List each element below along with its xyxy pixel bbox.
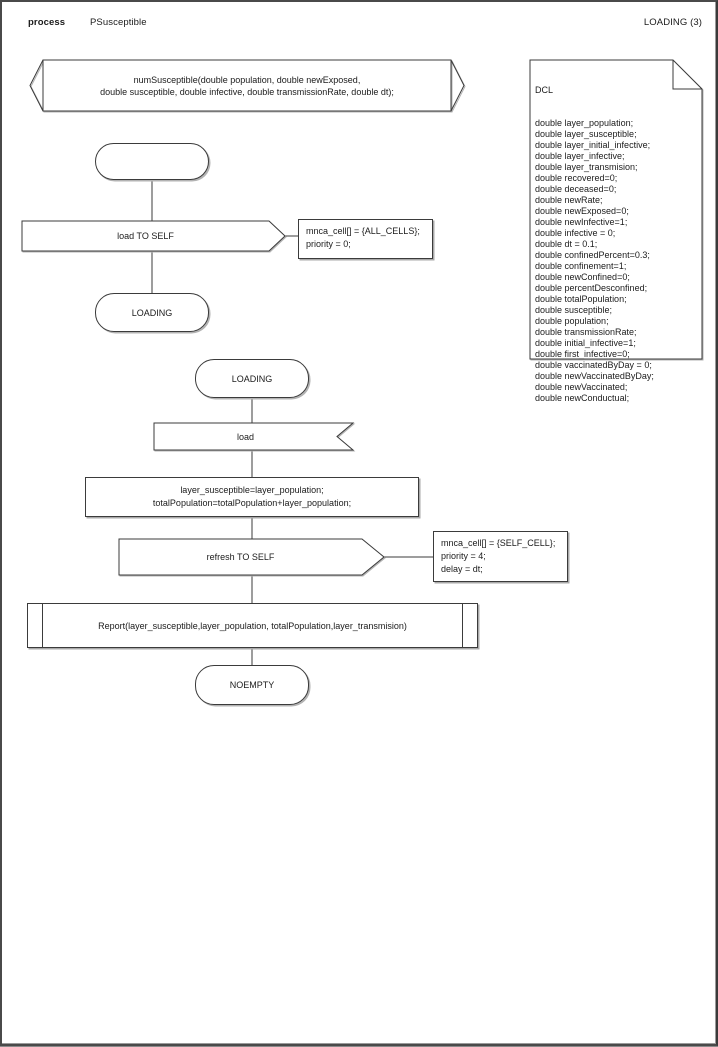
dcl-lines: double layer_population; double layer_su… [535,118,654,403]
send-load-annotation[interactable]: mnca_cell[] = {ALL_CELLS}; priority = 0; [298,219,433,259]
dcl-note-shape[interactable] [529,59,703,360]
process-kind-label: process [28,17,66,28]
assignment-task-shape[interactable]: layer_susceptible=layer_population; tota… [85,477,419,517]
send-refresh-shape[interactable] [118,538,385,576]
send-load-label: load TO SELF [117,231,174,241]
procedure-shape[interactable] [29,59,465,112]
report-procedure-shape[interactable]: Report(layer_susceptible,layer_populatio… [27,603,478,648]
start-state-shape[interactable] [95,143,209,180]
receive-load-label: load [236,431,254,442]
dcl-declarations: DCL double layer_population; double laye… [535,63,697,426]
procedure-signature: numSusceptible(double population, double… [100,74,394,97]
dcl-title: DCL [535,85,554,95]
send-refresh-label: refresh TO SELF [206,552,275,562]
send-refresh-annotation[interactable]: mnca_cell[] = {SELF_CELL}; priority = 4;… [433,531,568,582]
process-name: PSusceptible [90,17,147,28]
send-load-shape[interactable] [21,220,286,252]
state-loading-start-shape[interactable]: LOADING [195,359,309,398]
state-loading-shape[interactable]: LOADING [95,293,209,332]
report-left-bar [42,604,43,647]
report-right-bar [462,604,463,647]
receive-load-shape[interactable] [153,422,355,451]
state-indicator: LOADING (3) [643,17,702,28]
state-noempty-shape[interactable]: NOEMPTY [195,665,309,705]
